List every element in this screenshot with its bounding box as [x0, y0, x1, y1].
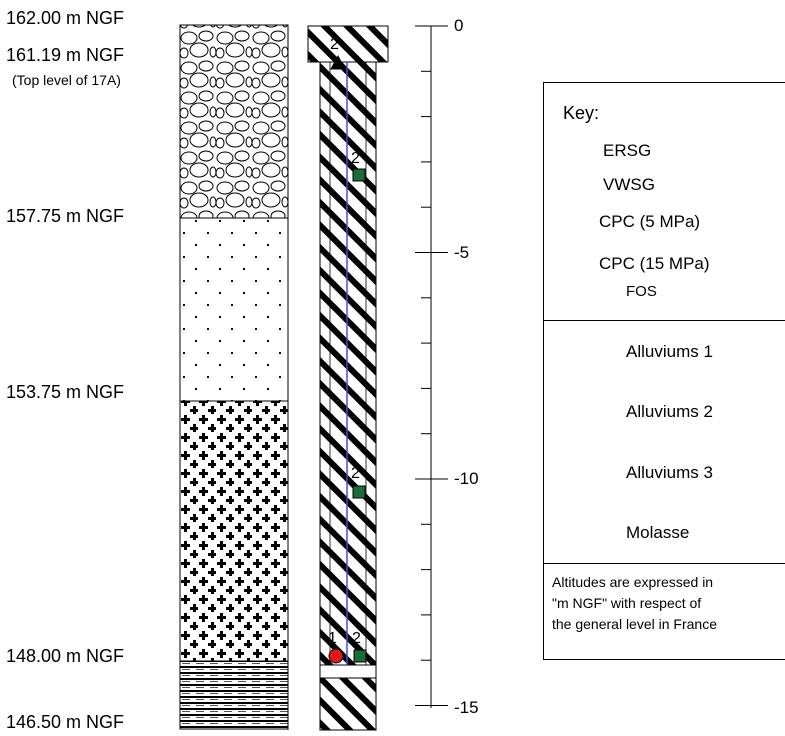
sensor-label: 1 [328, 630, 337, 647]
ersg-sensor-marker [352, 168, 366, 182]
altitude-label-146-50: 146.50 m NGF [6, 712, 125, 732]
cpc-sensor-marker [330, 54, 346, 70]
altitude-note-top-level: (Top level of 17A) [12, 72, 121, 88]
layer-molasse [179, 660, 289, 730]
depth-tick-label-10: -10 [454, 469, 479, 488]
layer-alluviums-3 [179, 400, 289, 662]
pile-head [307, 25, 389, 63]
ersg-sensor-marker [353, 649, 367, 663]
key-note-line-3: the general level in France [552, 616, 717, 632]
depth-tick-label-5: -5 [454, 243, 470, 262]
pile-joint [319, 664, 377, 679]
key-note-box [543, 563, 785, 660]
key-note: Altitudes are expressed in "m NGF" with … [552, 572, 717, 635]
soil-column [179, 24, 289, 730]
sensor-label: 2 [351, 465, 360, 482]
key-title: Key: [563, 103, 600, 123]
key-symbols-box [543, 82, 785, 322]
key-label-alluviums-3: Alluviums 3 [626, 463, 713, 482]
altitude-label-162: 162.00 m NGF [6, 8, 125, 28]
vwsg-sensor-marker [328, 648, 344, 664]
layer-alluviums-2 [179, 217, 289, 402]
altitude-label-161-19: 161.19 m NGF [6, 45, 125, 65]
sensor-label: 2 [352, 630, 361, 647]
layer-alluviums-1 [179, 24, 289, 219]
key-label-alluviums-1: Alluviums 1 [626, 342, 713, 361]
key-note-line-2: "m NGF" with respect of [552, 595, 702, 611]
key-label-ersg: ERSG [603, 141, 652, 160]
depth-tick-label-0: 0 [454, 16, 464, 35]
depth-axis [415, 25, 448, 708]
ersg-sensor-marker [352, 485, 366, 499]
pile [307, 25, 389, 731]
sensor-label: 2 [330, 36, 339, 53]
altitude-label-153-75: 153.75 m NGF [6, 382, 125, 402]
pile-toe [319, 677, 377, 731]
key-label-fos: FOS [626, 283, 657, 300]
key-label-cpc-5mpa: CPC (5 MPa) [599, 212, 701, 231]
key-label-vwsg: VWSG [603, 175, 655, 194]
key-label-alluviums-2: Alluviums 2 [626, 402, 713, 421]
key-note-line-1: Altitudes are expressed in [552, 574, 714, 590]
sensor-label: 2 [351, 150, 360, 167]
depth-tick-label-15: -15 [454, 698, 479, 717]
key-soils-box [543, 320, 785, 565]
altitude-label-157-75: 157.75 m NGF [6, 206, 125, 226]
pile-core [329, 61, 367, 666]
key-label-molasse: Molasse [626, 523, 690, 542]
pile-shaft [319, 61, 377, 679]
key-label-cpc-15mpa: CPC (15 MPa) [599, 254, 710, 273]
altitude-label-148: 148.00 m NGF [6, 646, 125, 666]
